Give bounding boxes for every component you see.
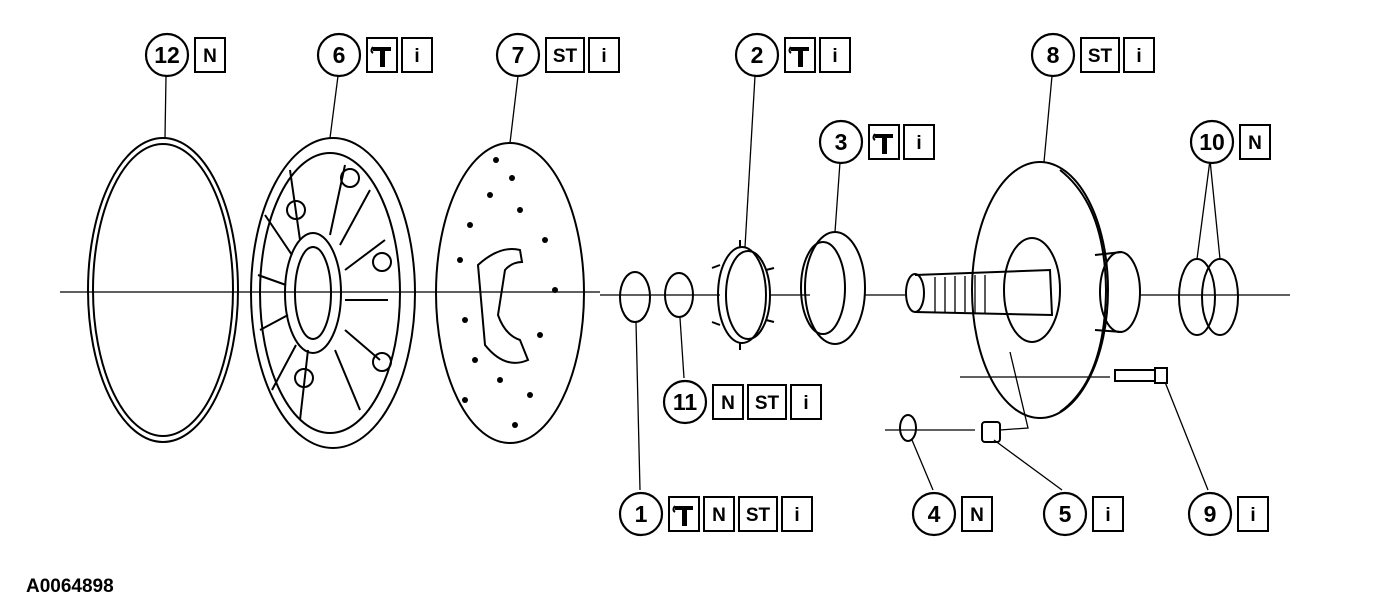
part-2-inner-gear <box>711 240 775 350</box>
hammer-icon <box>366 37 398 73</box>
svg-text:i: i <box>916 133 921 154</box>
part-8-stator-support <box>905 161 1141 419</box>
symbol-st: ST <box>747 384 787 420</box>
symbol-i: i <box>1237 496 1269 532</box>
part-10-seal-rings <box>1178 258 1239 336</box>
symbol-i: i <box>588 37 620 73</box>
callout-7: 7 ST i <box>495 32 620 78</box>
leader-lines <box>164 75 1221 491</box>
part-4-o-ring <box>899 414 917 442</box>
symbol-st: ST <box>1080 37 1120 73</box>
svg-text:N: N <box>1248 133 1262 154</box>
callout-number: 2 <box>751 42 764 68</box>
svg-text:i: i <box>1136 46 1141 67</box>
symbol-i: i <box>1123 37 1155 73</box>
svg-text:ST: ST <box>746 505 771 526</box>
callout-number: 8 <box>1047 42 1060 68</box>
diagram-id: A0064898 <box>26 576 114 597</box>
callout-11: 11 N ST i <box>662 379 822 425</box>
part-11-snap-ring <box>664 272 694 318</box>
callout-12: 12 N <box>144 32 226 78</box>
callout-number: 11 <box>673 389 698 415</box>
hammer-icon <box>784 37 816 73</box>
symbol-i: i <box>819 37 851 73</box>
svg-text:i: i <box>1250 505 1255 526</box>
part-12-o-ring <box>87 137 239 443</box>
symbol-i: i <box>401 37 433 73</box>
part-1-ring <box>619 271 651 323</box>
part-6-pump-body <box>250 137 416 449</box>
symbol-i: i <box>903 124 935 160</box>
symbol-st: ST <box>545 37 585 73</box>
callout-10: 10 N <box>1189 119 1271 165</box>
callout-number: 5 <box>1059 501 1072 527</box>
callout-number: 1 <box>635 501 648 527</box>
symbol-n: N <box>961 496 993 532</box>
part-3-outer-gear <box>800 231 866 345</box>
svg-text:i: i <box>414 46 419 67</box>
svg-text:i: i <box>601 46 606 67</box>
symbol-i: i <box>781 496 813 532</box>
svg-text:i: i <box>794 505 799 526</box>
callout-1: 1 N ST i <box>618 491 813 537</box>
part-9-bolt <box>960 367 1168 384</box>
svg-text:i: i <box>803 393 808 414</box>
callout-number: 6 <box>333 42 346 68</box>
svg-text:i: i <box>1105 505 1110 526</box>
svg-text:ST: ST <box>553 46 578 67</box>
callout-number: 12 <box>154 42 180 68</box>
symbol-n: N <box>712 384 744 420</box>
hammer-icon <box>868 124 900 160</box>
symbol-i: i <box>790 384 822 420</box>
svg-text:N: N <box>203 46 217 67</box>
symbol-n: N <box>703 496 735 532</box>
symbol-n: N <box>1239 124 1271 160</box>
svg-text:ST: ST <box>1088 46 1113 67</box>
callout-number: 10 <box>1199 129 1225 155</box>
svg-text:N: N <box>970 505 984 526</box>
symbol-i: i <box>1092 496 1124 532</box>
symbol-st: ST <box>738 496 778 532</box>
callout-number: 4 <box>928 501 941 527</box>
svg-text:N: N <box>712 505 726 526</box>
svg-text:ST: ST <box>755 393 780 414</box>
svg-text:i: i <box>832 46 837 67</box>
callout-number: 3 <box>835 129 848 155</box>
hammer-icon <box>668 496 700 532</box>
callout-number: 9 <box>1204 501 1217 527</box>
callout-8: 8 ST i <box>1030 32 1155 78</box>
part-7-plate <box>435 142 585 444</box>
svg-text:N: N <box>721 393 735 414</box>
symbol-n: N <box>194 37 226 73</box>
part-5-sleeve <box>981 351 1029 443</box>
callout-number: 7 <box>512 42 525 68</box>
